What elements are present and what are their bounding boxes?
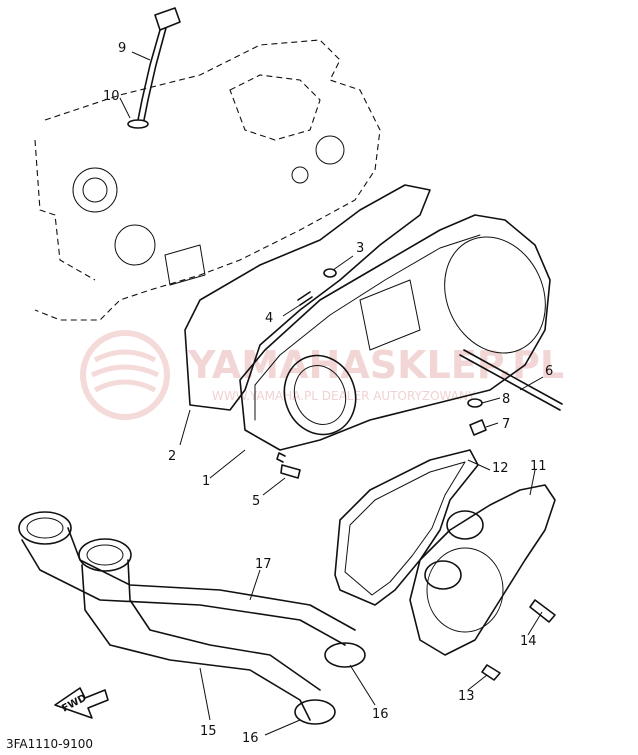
- crankcase-cover-gasket: [184, 184, 431, 411]
- hose-clamp-16b: [294, 699, 336, 725]
- callout-8: 8: [502, 392, 510, 407]
- bolt-13: [481, 664, 501, 681]
- dowel-pin-4: [297, 291, 313, 306]
- callout-12: 12: [492, 461, 509, 476]
- crankcase-background: [34, 39, 381, 321]
- callout-17: 17: [255, 557, 272, 572]
- air-duct-lower: [78, 538, 321, 721]
- callout-14: 14: [520, 634, 537, 649]
- callout-16a: 16: [372, 707, 389, 722]
- filter-case-gasket: [334, 449, 479, 606]
- dipstick: [137, 7, 181, 121]
- leader-lines: [119, 51, 544, 736]
- callout-2: 2: [168, 449, 176, 464]
- callout-3: 3: [356, 241, 364, 256]
- fwd-arrow-icon: FWD: [54, 687, 109, 719]
- bolt-14: [529, 599, 556, 623]
- callout-labels: 9 10 3 4 6 8 7 2 1 5 12 11 17 14 13 16 1…: [103, 41, 553, 746]
- callout-7: 7: [502, 417, 510, 432]
- washer-3: [323, 268, 337, 278]
- bolt-5: [276, 452, 301, 479]
- air-duct-upper: [18, 511, 356, 646]
- callout-15: 15: [200, 724, 217, 739]
- watermark-text: YAMAHASKLEP.PL: [187, 343, 564, 387]
- hose-clamp-16a: [324, 642, 366, 668]
- diagram-code: 3FA1110-9100: [6, 737, 93, 751]
- callout-9: 9: [118, 41, 126, 56]
- filter-case-cover: [409, 484, 556, 656]
- crankcase-cover: [239, 214, 551, 451]
- watermark: YAMAHASKLEP.PL WWW.YAMAHA.PL DEALER AUTO…: [80, 330, 564, 420]
- bolt-6: [459, 349, 563, 411]
- callout-11: 11: [530, 459, 547, 474]
- watermark-logo: [80, 330, 170, 420]
- plug-7: [469, 419, 487, 436]
- callout-13: 13: [458, 689, 475, 704]
- callout-5: 5: [252, 494, 260, 509]
- callout-16b: 16: [242, 731, 259, 746]
- callout-10: 10: [103, 89, 120, 104]
- watermark-subtext: WWW.YAMAHA.PL DEALER AUTORYZOWANY: [212, 389, 476, 403]
- o-ring: [127, 119, 149, 129]
- callout-1: 1: [202, 474, 210, 489]
- callout-4: 4: [265, 311, 273, 326]
- callout-6: 6: [545, 364, 553, 379]
